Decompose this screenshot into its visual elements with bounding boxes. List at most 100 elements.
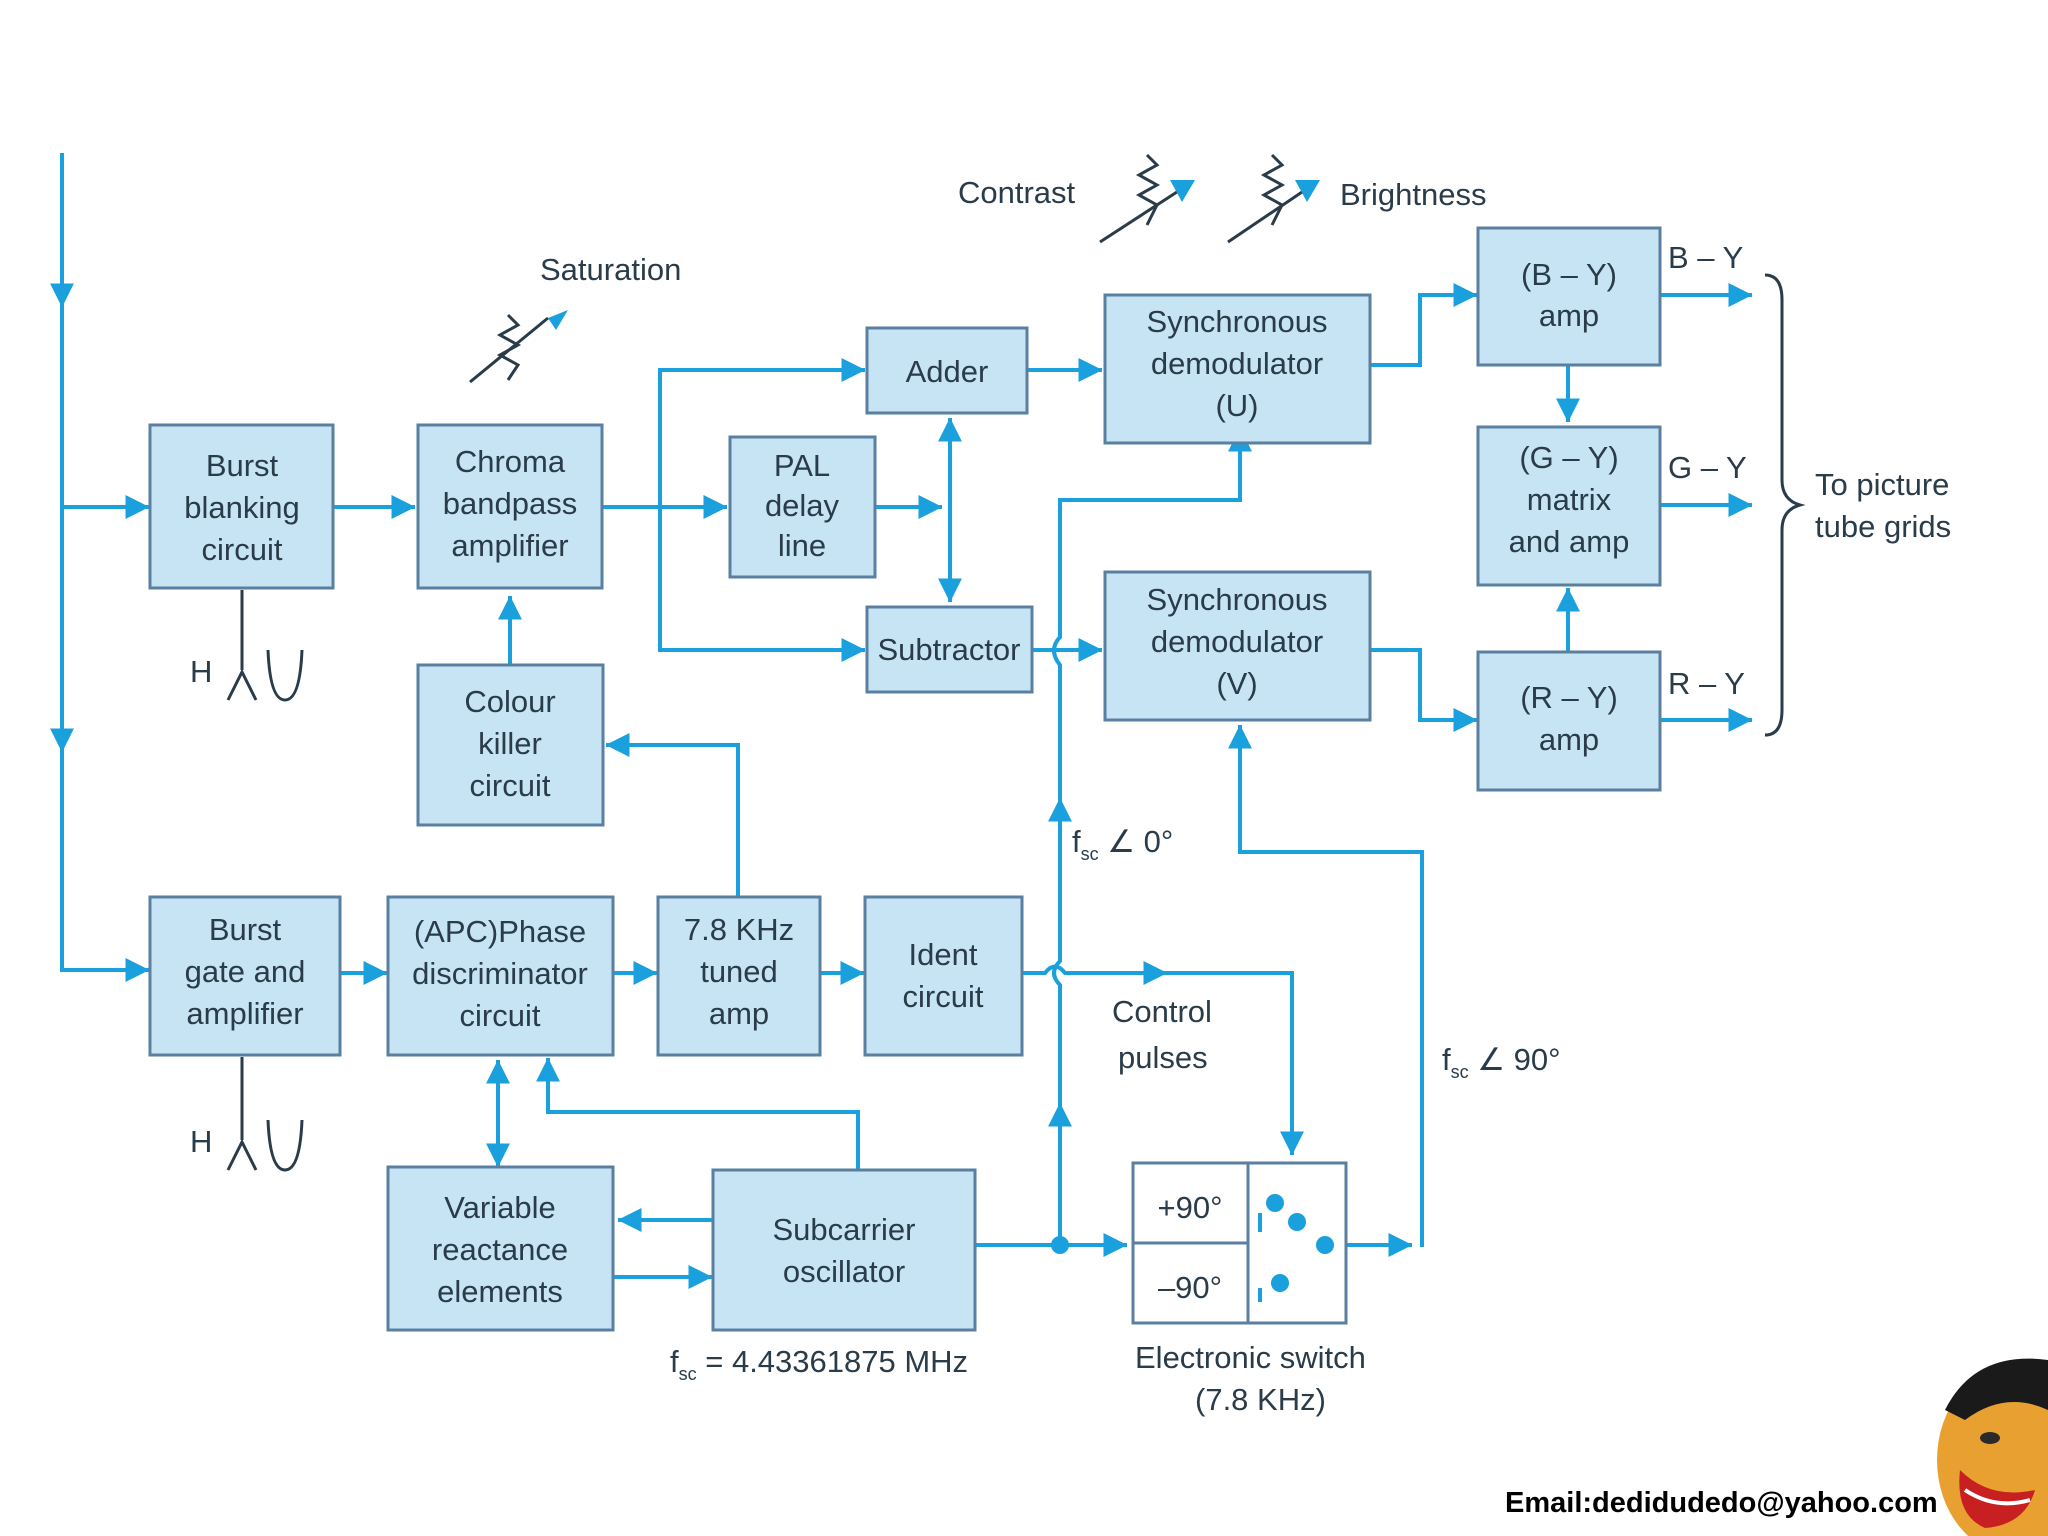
block-text: (B – Y)	[1521, 257, 1617, 292]
block-text: Synchronous	[1147, 304, 1328, 339]
block-text: (R – Y)	[1520, 680, 1618, 715]
block-text: amplifier	[186, 996, 303, 1031]
electronic-switch-label: Electronic switch	[1135, 1340, 1366, 1375]
block-ry-amp: (R – Y) amp	[1476, 650, 1662, 792]
wire-control-to-switch	[1163, 971, 1304, 1156]
output-brace	[1764, 273, 1806, 737]
block-text: elements	[437, 1274, 563, 1309]
saturation-pot-icon	[469, 310, 568, 384]
block-pal-delay: PAL delay line	[728, 435, 877, 579]
block-text: 7.8 KHz	[684, 912, 794, 947]
block-text: Subcarrier	[773, 1212, 916, 1247]
block-text: reactance	[432, 1232, 568, 1267]
h-label-bottom: H	[190, 1124, 212, 1159]
block-text: circuit	[903, 979, 984, 1014]
fsc-frequency-label: fsc = 4.43361875 MHz	[670, 1344, 968, 1384]
switch-contact	[1316, 1236, 1334, 1254]
block-text: circuit	[460, 998, 541, 1033]
g-y-output-label: G – Y	[1668, 450, 1747, 485]
block-text: (APC)Phase	[414, 914, 586, 949]
block-text: Burst	[209, 912, 282, 947]
wire-tuned-to-killer	[605, 733, 740, 897]
wire-split-down	[658, 505, 866, 662]
block-text: bandpass	[443, 486, 577, 521]
block-text: PAL	[774, 448, 830, 483]
b-y-output-label: B – Y	[1668, 240, 1743, 275]
wire-demod-v-to-ry	[1368, 648, 1478, 732]
block-text: and amp	[1509, 524, 1630, 559]
wire-fsc0-to-u	[1052, 427, 1252, 802]
block-text: Synchronous	[1147, 582, 1328, 617]
block-text: amp	[1539, 722, 1599, 757]
h-label-top: H	[190, 654, 212, 689]
wire-ident-control	[1020, 961, 1168, 985]
block-text: (G – Y)	[1519, 440, 1618, 475]
block-tuned-amp: 7.8 KHz tuned amp	[656, 895, 822, 1057]
wire-fsc0-vertical-upper	[1048, 797, 1072, 1107]
block-text: amplifier	[451, 528, 568, 563]
to-picture-label: tube grids	[1815, 509, 1951, 544]
avatar	[1937, 1358, 2048, 1536]
h-pulse-symbol-top	[226, 590, 304, 702]
to-picture-label: To picture	[1815, 467, 1949, 502]
brightness-label: Brightness	[1340, 177, 1486, 212]
block-text: gate and	[185, 954, 306, 989]
block-text: Ident	[909, 937, 978, 972]
block-text: circuit	[202, 532, 283, 567]
fsc-90-label: fsc ∠ 90°	[1442, 1042, 1561, 1082]
block-sync-demod-u: Synchronous demodulator (U)	[1103, 293, 1372, 445]
block-subtractor: Subtractor	[865, 605, 1034, 694]
electronic-switch-label: (7.8 KHz)	[1195, 1382, 1326, 1417]
block-text: Burst	[206, 448, 279, 483]
switch-minus90-label: –90°	[1158, 1270, 1222, 1305]
block-sync-demod-v: Synchronous demodulator (V)	[1103, 570, 1372, 722]
block-by-amp: (B – Y) amp	[1476, 226, 1662, 367]
block-burst-gate: Burst gate and amplifier	[148, 895, 342, 1057]
switch-plus90-label: +90°	[1158, 1190, 1223, 1225]
block-chroma-bandpass: Chroma bandpass amplifier	[416, 423, 604, 590]
block-text: demodulator	[1151, 346, 1323, 381]
block-text: Adder	[906, 354, 989, 389]
block-text: (V)	[1216, 666, 1257, 701]
brightness-pot-icon	[1227, 153, 1320, 244]
block-colour-killer: Colour killer circuit	[416, 663, 605, 827]
block-text: delay	[765, 488, 840, 523]
block-text: Colour	[464, 684, 555, 719]
block-text: circuit	[470, 768, 551, 803]
h-pulse-symbol-bottom	[226, 1057, 304, 1172]
fsc-0-label: fsc ∠ 0°	[1072, 824, 1173, 864]
block-text: discriminator	[412, 956, 588, 991]
block-ident: Ident circuit	[863, 895, 1024, 1057]
saturation-label: Saturation	[540, 252, 681, 287]
block-burst-blanking: Burst blanking circuit	[148, 423, 335, 590]
block-text: tuned	[700, 954, 778, 989]
block-text: demodulator	[1151, 624, 1323, 659]
block-text: (U)	[1215, 388, 1258, 423]
block-variable-reactance: Variable reactance elements	[386, 1165, 615, 1332]
wires	[50, 153, 1753, 1289]
wire-split-up	[658, 358, 866, 509]
r-y-output-label: R – Y	[1668, 666, 1745, 701]
junction-dot-osc	[1051, 1236, 1069, 1254]
switch-contact	[1266, 1194, 1284, 1212]
block-text: Variable	[444, 1190, 555, 1225]
block-text: amp	[709, 996, 769, 1031]
wire-demod-u-to-by	[1368, 283, 1478, 367]
block-text: blanking	[184, 490, 299, 525]
block-text: Chroma	[455, 444, 566, 479]
control-pulses-label: Control	[1112, 994, 1212, 1029]
block-text: amp	[1539, 298, 1599, 333]
block-text: oscillator	[783, 1254, 905, 1289]
block-text: matrix	[1527, 482, 1612, 517]
block-text: Subtractor	[877, 632, 1020, 667]
electronic-switch: +90° –90°	[1131, 1161, 1348, 1325]
block-text: killer	[478, 726, 542, 761]
block-adder: Adder	[865, 326, 1029, 415]
wire-osc-to-apc	[536, 1057, 860, 1169]
contrast-pot-icon	[1099, 153, 1195, 244]
switch-contact	[1271, 1274, 1289, 1292]
block-subcarrier-osc: Subcarrier oscillator	[711, 1168, 977, 1332]
contrast-label: Contrast	[958, 175, 1076, 210]
block-gy-matrix: (G – Y) matrix and amp	[1476, 425, 1662, 587]
